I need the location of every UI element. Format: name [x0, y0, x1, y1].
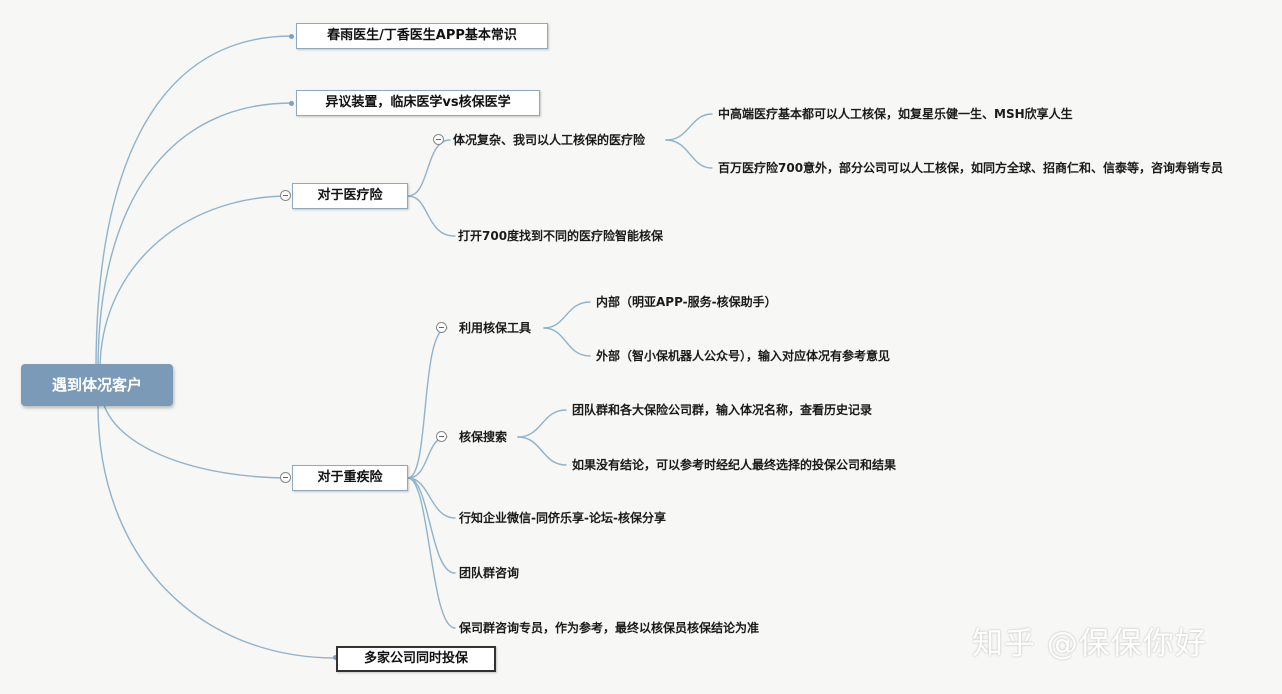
leaf-insurer-consult[interactable]: 保司群咨询专员，作为参考，最终以核保员核保结论为准 — [459, 621, 760, 635]
node-manual-underwriting-medical[interactable]: 体况复杂、我司以人工核保的医疗险 — [453, 133, 646, 147]
connector-b4-c3 — [407, 477, 456, 519]
connector-b4c2-i1 — [517, 409, 567, 438]
connector-b4-c4 — [407, 477, 456, 574]
node-underwriting-tools[interactable]: 利用核保工具 — [459, 321, 532, 335]
branch-node-multi-company[interactable]: 多家公司同时投保 — [336, 646, 496, 672]
branch-dot — [289, 101, 294, 106]
watermark: 知乎 @保保你好 — [972, 626, 1207, 662]
connector-root-b1 — [95, 35, 293, 371]
connector-b3-c1 — [407, 139, 451, 197]
collapse-toggle-icon[interactable] — [436, 322, 447, 333]
connector-b3c1-i2 — [665, 139, 713, 169]
leaf-wechat-forum[interactable]: 行知企业微信-同侪乐享-论坛-核保分享 — [459, 511, 666, 525]
connector-b3c1-i1 — [665, 113, 713, 141]
branch-node-app-knowledge[interactable]: 春雨医生/丁香医生APP基本常识 — [296, 23, 548, 49]
leaf-team-group[interactable]: 团队群咨询 — [459, 566, 520, 580]
connector-b4-c5 — [407, 477, 456, 629]
connector-b4-c2 — [407, 436, 448, 479]
branch-node-medical-insurance[interactable]: 对于医疗险 — [292, 183, 408, 209]
connector-b4c1-i2 — [543, 327, 591, 357]
branch-dot — [289, 34, 294, 39]
connector-b3-c2 — [407, 195, 456, 237]
connector-b4c2-i2 — [517, 436, 567, 466]
branch-dot — [333, 655, 338, 660]
leaf-group-search[interactable]: 团队群和各大保险公司群，输入体况名称，查看历史记录 — [572, 403, 873, 417]
leaf-external-tool[interactable]: 外部（智小保机器人公众号），输入对应体况有参考意见 — [596, 349, 891, 363]
collapse-toggle-icon[interactable] — [436, 431, 447, 442]
node-underwriting-search[interactable]: 核保搜索 — [459, 430, 508, 444]
collapse-toggle-icon[interactable] — [280, 190, 291, 201]
leaf-internal-tool[interactable]: 内部（明亚APP-服务-核保助手） — [596, 295, 777, 309]
branch-node-critical-illness[interactable]: 对于重疾险 — [292, 465, 408, 491]
leaf-high-end-medical[interactable]: 中高端医疗基本都可以人工核保，如复星乐健一生、MSH欣享人生 — [718, 107, 1073, 121]
collapse-toggle-icon[interactable] — [280, 472, 291, 483]
connector-root-b5 — [97, 404, 337, 659]
connector-root-b2 — [97, 102, 293, 371]
leaf-smart-underwriting[interactable]: 打开700度找到不同的医疗险智能核保 — [458, 229, 664, 243]
leaf-reference-result[interactable]: 如果没有结论，可以参考时经纪人最终选择的投保公司和结果 — [572, 458, 897, 472]
connector-b4-c1 — [407, 327, 448, 479]
connector-root-b3 — [99, 195, 291, 371]
branch-node-objection[interactable]: 异议装置，临床医学vs核保医学 — [296, 90, 540, 116]
connector-root-b4 — [103, 404, 291, 479]
collapse-toggle-icon[interactable] — [433, 134, 444, 145]
connector-b4c1-i1 — [543, 301, 591, 329]
root-node[interactable]: 遇到体况客户 — [21, 364, 173, 406]
leaf-million-medical[interactable]: 百万医疗险700意外，部分公司可以人工核保，如同方全球、招商仁和、信泰等，咨询寿… — [718, 161, 1224, 175]
